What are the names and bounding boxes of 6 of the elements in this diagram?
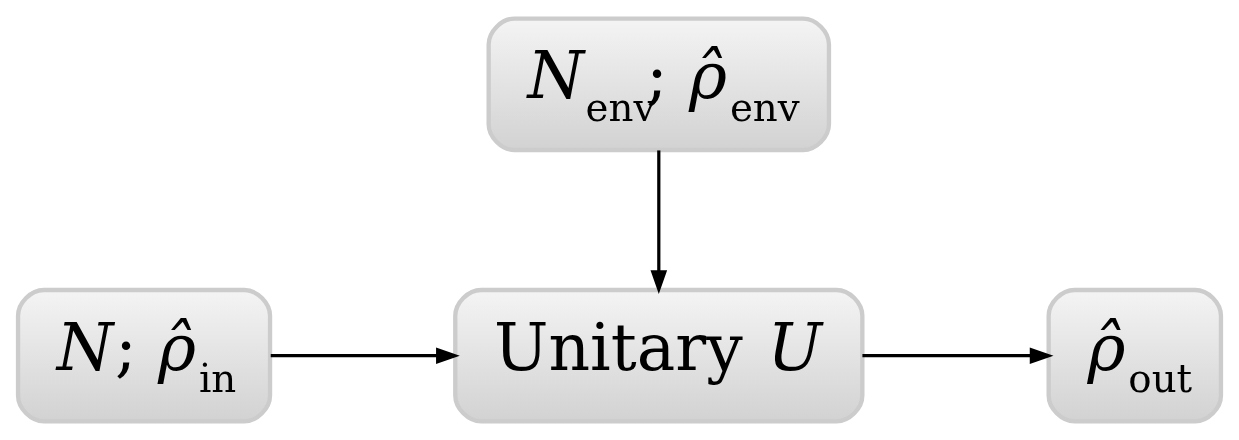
arrow xyxy=(650,150,668,295)
node-box: N; ρ̂$_{in}$ xyxy=(15,287,273,424)
node-box: Unitary U xyxy=(453,287,865,424)
node-box: ρ̂$_{out}$ xyxy=(1046,287,1224,424)
arrow xyxy=(270,347,460,364)
arrow xyxy=(862,347,1054,364)
